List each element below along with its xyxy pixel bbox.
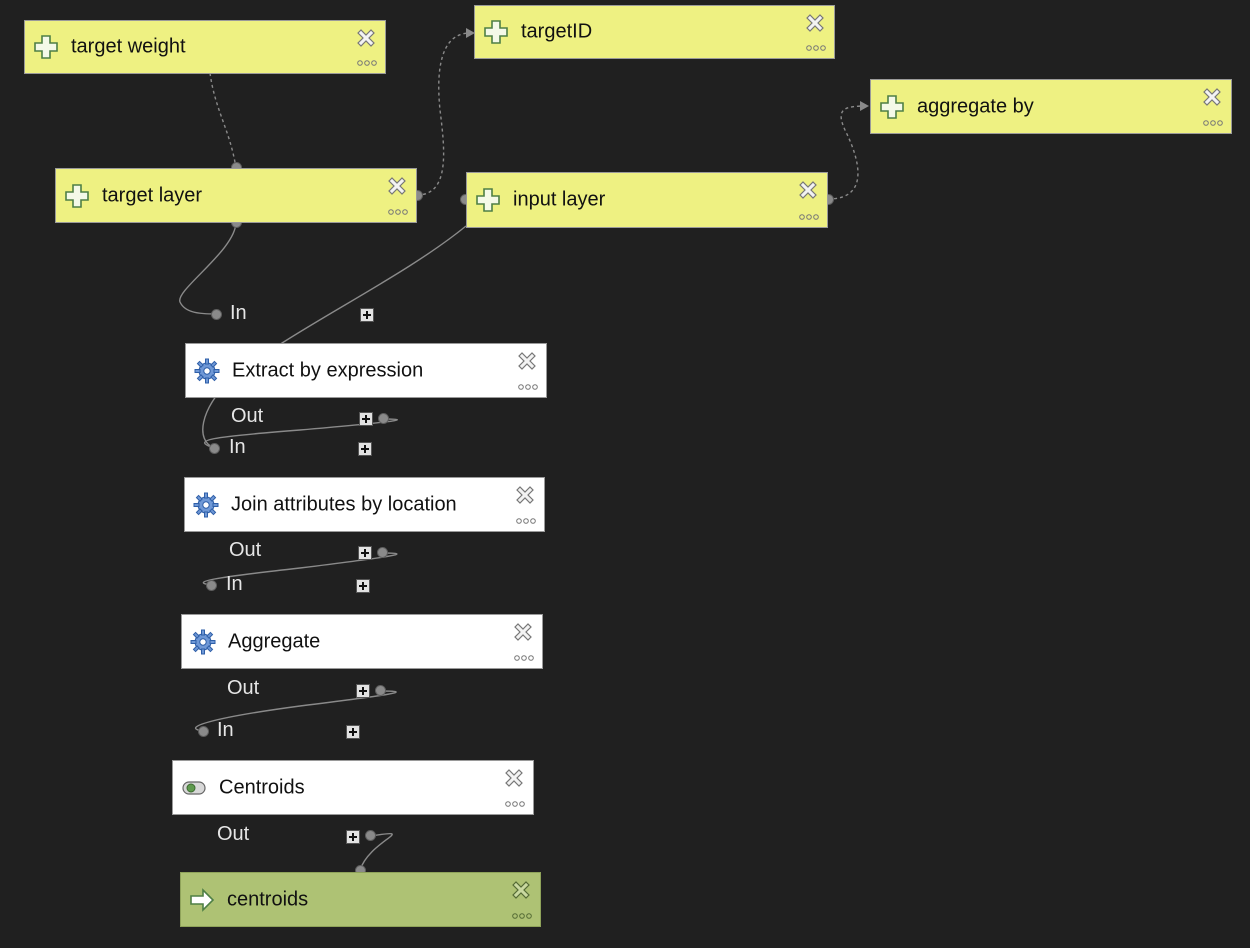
link-aggregate-to-centroids xyxy=(194,690,397,732)
node-label: Aggregate xyxy=(228,630,321,652)
output-node-centroids[interactable]: centroids xyxy=(180,872,541,927)
node-label: targetID xyxy=(521,20,593,43)
close-x-icon[interactable] xyxy=(355,27,377,49)
param-node-targetid[interactable]: targetID xyxy=(474,5,835,59)
close-x-icon[interactable] xyxy=(510,879,532,901)
port-label-in: In xyxy=(229,436,246,458)
link-input-layer-to-aggregate-by xyxy=(827,105,869,200)
more-dots-icon[interactable] xyxy=(516,517,536,525)
node-label: input layer xyxy=(513,188,606,211)
port-label-in: In xyxy=(230,302,247,324)
port-label-in: In xyxy=(217,719,234,741)
more-dots-icon[interactable] xyxy=(514,654,534,662)
expand-outputs-button[interactable] xyxy=(359,412,373,426)
close-x-icon[interactable] xyxy=(503,767,525,789)
port-dot-out[interactable] xyxy=(365,830,376,841)
link-target-layer-to-targetid xyxy=(416,32,471,196)
port-dot-in[interactable] xyxy=(206,580,217,591)
node-label: Centroids xyxy=(219,776,305,798)
port-dot-out[interactable] xyxy=(378,413,389,424)
port-dot-out[interactable] xyxy=(375,685,386,696)
link-centroids-to-output xyxy=(359,832,393,871)
gear-icon xyxy=(190,629,216,654)
expand-outputs-button[interactable] xyxy=(346,830,360,844)
plus-icon xyxy=(476,188,500,212)
close-x-icon[interactable] xyxy=(516,350,538,372)
port-dot-in[interactable] xyxy=(209,443,220,454)
plus-icon xyxy=(880,94,904,119)
expand-outputs-button[interactable] xyxy=(358,546,372,560)
more-dots-icon[interactable] xyxy=(512,912,532,920)
link-target-layer-to-extract xyxy=(179,221,237,315)
expand-inputs-button[interactable] xyxy=(358,442,372,456)
port-dot-in[interactable] xyxy=(198,726,209,737)
node-label: centroids xyxy=(227,888,309,910)
more-dots-icon[interactable] xyxy=(806,44,826,52)
close-x-icon[interactable] xyxy=(386,175,408,197)
link-join-to-aggregate xyxy=(202,552,398,586)
more-dots-icon[interactable] xyxy=(799,213,819,221)
param-node-target-layer[interactable]: target layer xyxy=(55,168,417,223)
gear-icon xyxy=(193,492,219,517)
plus-icon xyxy=(484,20,508,44)
port-dot-out[interactable] xyxy=(377,547,388,558)
node-label: Join attributes by location xyxy=(231,493,457,515)
plus-icon xyxy=(65,183,89,208)
expand-outputs-button[interactable] xyxy=(356,684,370,698)
alg-node-aggregate[interactable]: Aggregate xyxy=(181,614,543,669)
plus-icon xyxy=(34,35,58,59)
alg-node-extract-by-expression[interactable]: Extract by expression xyxy=(185,343,547,398)
port-label-out: Out xyxy=(231,405,264,427)
alg-node-join-attributes-by-location[interactable]: Join attributes by location xyxy=(184,477,545,532)
link-extract-to-aggregate xyxy=(203,418,398,449)
port-label-out: Out xyxy=(229,539,262,561)
more-dots-icon[interactable] xyxy=(357,59,377,67)
close-x-icon[interactable] xyxy=(797,179,819,201)
close-x-icon[interactable] xyxy=(514,484,536,506)
port-dot-in[interactable] xyxy=(211,309,222,320)
toggle-icon xyxy=(182,780,206,795)
arrowhead-targetid xyxy=(466,28,475,38)
gear-icon xyxy=(194,358,220,383)
port-label-out: Out xyxy=(217,823,250,845)
more-dots-icon[interactable] xyxy=(388,208,408,216)
node-label: target layer xyxy=(102,184,203,206)
expand-inputs-button[interactable] xyxy=(360,308,374,322)
more-dots-icon[interactable] xyxy=(505,800,525,808)
param-node-aggregate-by[interactable]: aggregate by xyxy=(870,79,1232,134)
node-label: Extract by expression xyxy=(232,359,424,381)
more-dots-icon[interactable] xyxy=(518,383,538,391)
param-node-input-layer[interactable]: input layer xyxy=(466,172,828,228)
close-x-icon[interactable] xyxy=(512,621,534,643)
expand-inputs-button[interactable] xyxy=(346,725,360,739)
alg-node-centroids[interactable]: Centroids xyxy=(172,760,534,815)
node-label: target weight xyxy=(71,35,186,58)
close-x-icon[interactable] xyxy=(1201,86,1223,108)
more-dots-icon[interactable] xyxy=(1203,119,1223,127)
port-label-out: Out xyxy=(227,677,260,699)
arrowhead-aggregate-by xyxy=(860,101,869,111)
param-node-target-weight[interactable]: target weight xyxy=(24,20,386,74)
link-target-weight-to-target-layer xyxy=(209,72,237,169)
close-x-icon[interactable] xyxy=(804,12,826,34)
arrow-right-icon xyxy=(190,887,215,912)
node-label: aggregate by xyxy=(917,95,1034,117)
port-label-in: In xyxy=(226,573,243,595)
expand-inputs-button[interactable] xyxy=(356,579,370,593)
